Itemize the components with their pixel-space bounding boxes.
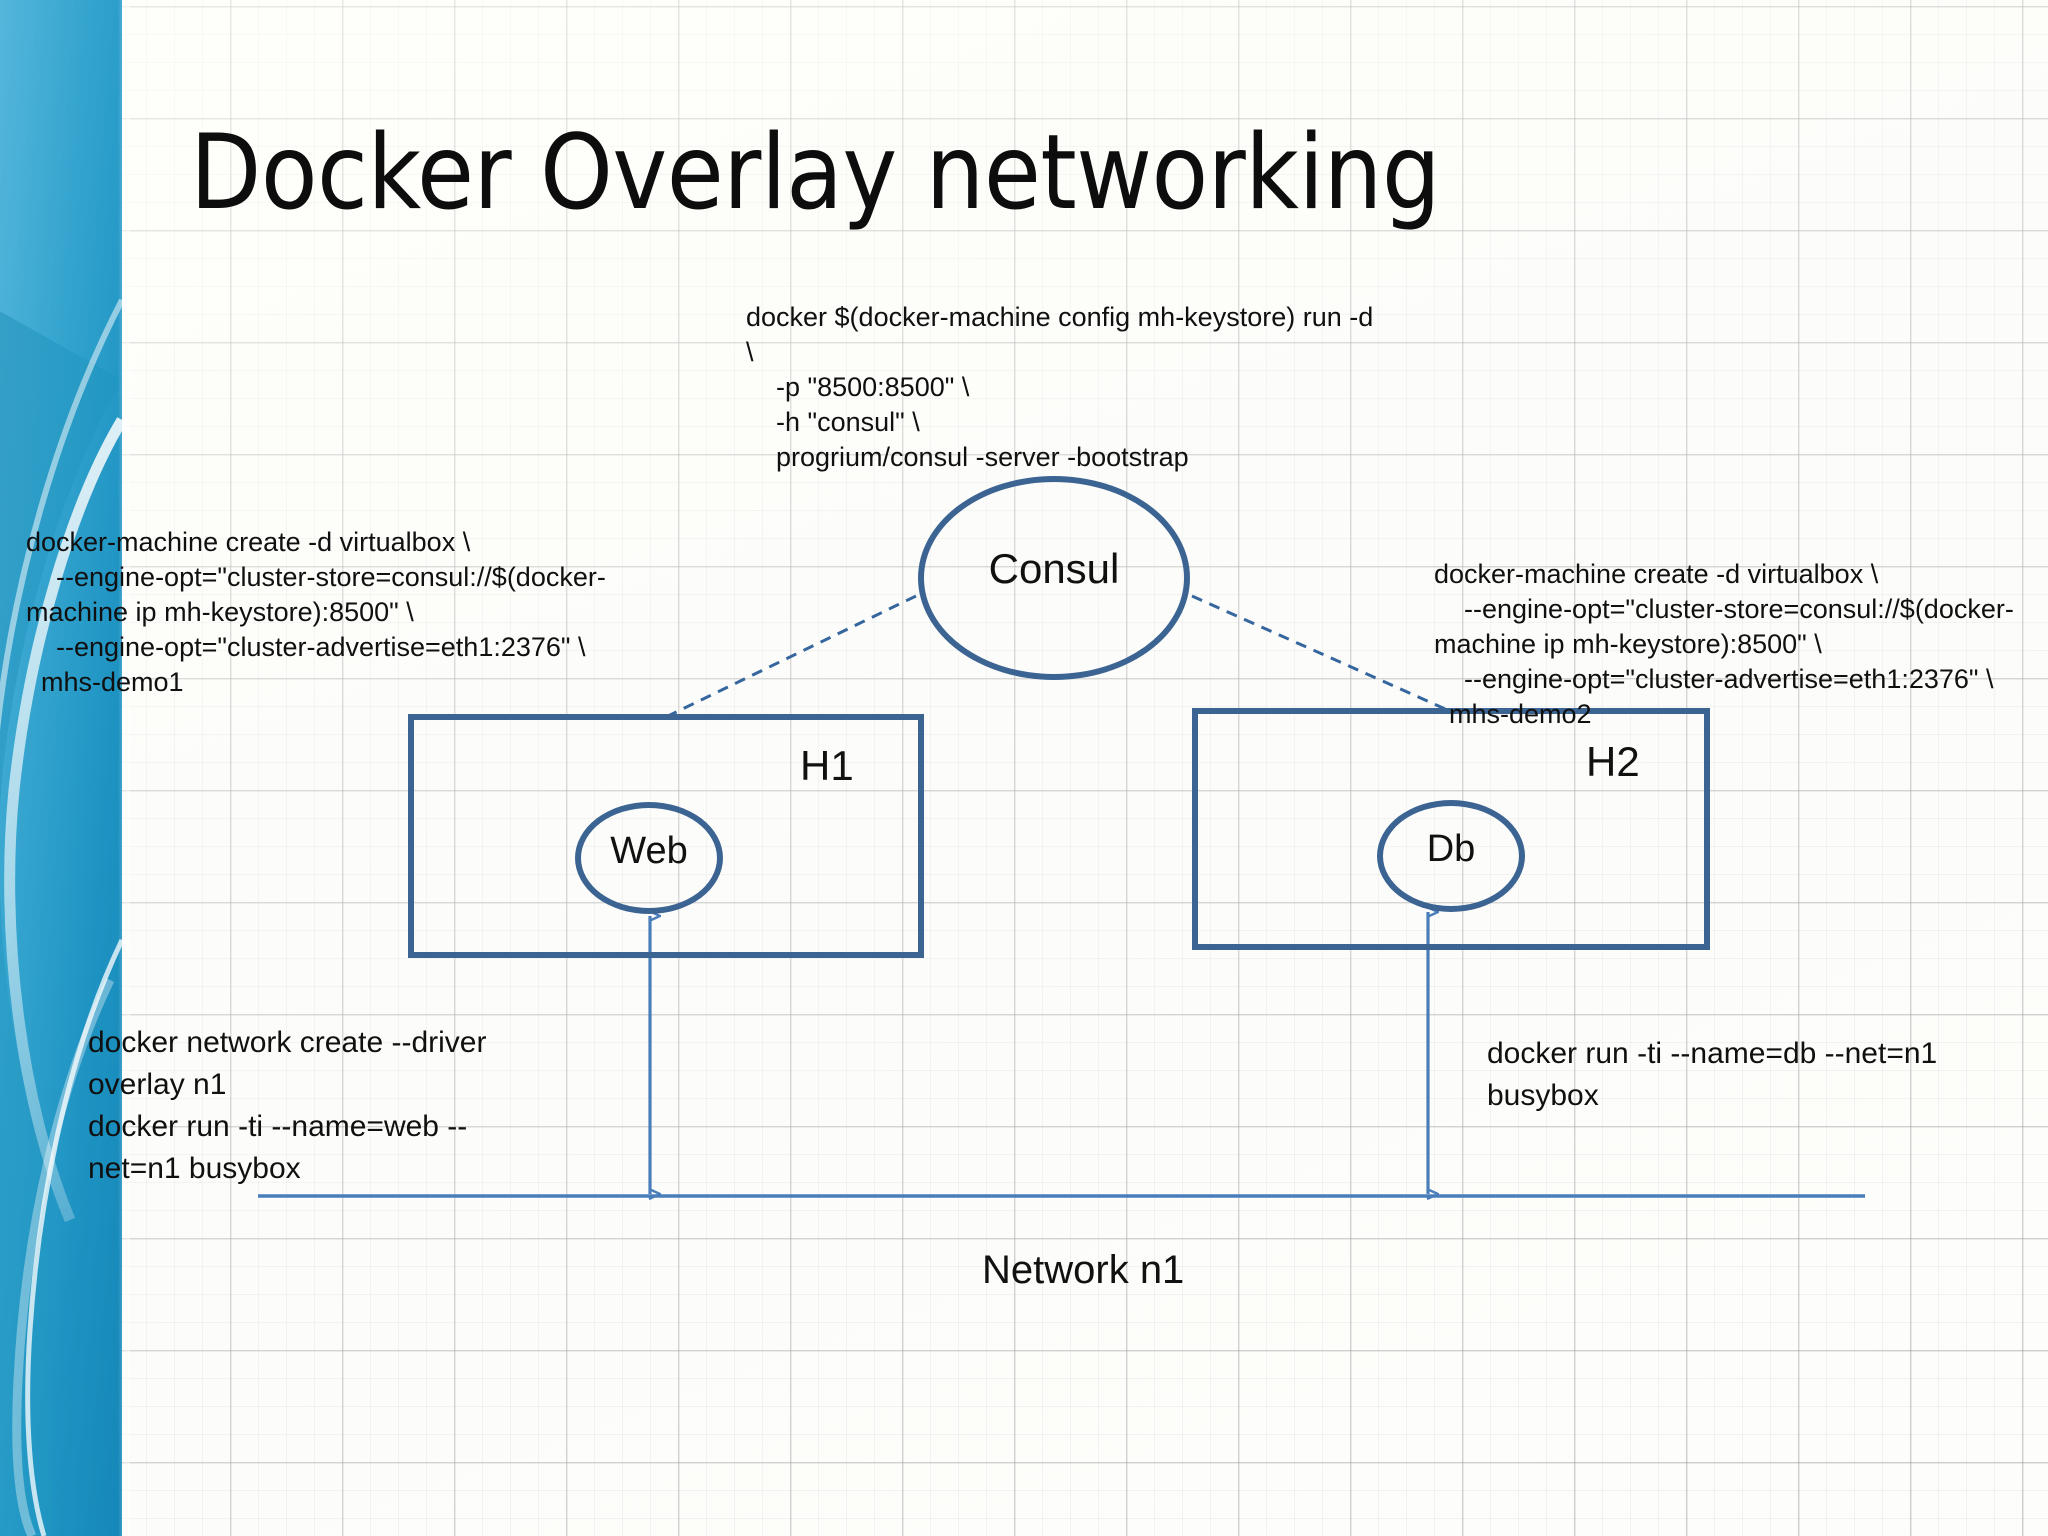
db-container-label: Db <box>1426 828 1476 870</box>
web-container-ellipse[interactable] <box>575 802 723 914</box>
host1-box[interactable] <box>408 714 924 958</box>
host2-box[interactable] <box>1192 708 1710 950</box>
host1-create-command-note: docker-machine create -d virtualbox \ --… <box>26 527 606 697</box>
band-fade-edge <box>118 0 130 1536</box>
consul-ellipse[interactable] <box>918 476 1190 680</box>
slide-decorative-band <box>0 0 130 1536</box>
db-network-command-note: docker run -ti --name=db --net=n1 busybo… <box>1487 1037 1938 1112</box>
consul-command-note: docker $(docker-machine config mh-keysto… <box>746 302 1374 472</box>
page-title: Docker Overlay networking <box>190 113 1441 233</box>
host1-label: H1 <box>800 742 854 789</box>
network-label: Network n1 <box>982 1248 1185 1292</box>
host2-create-command-note: docker-machine create -d virtualbox \ --… <box>1434 559 2014 729</box>
host2-label: H2 <box>1586 738 1640 785</box>
web-container-label: Web <box>610 830 688 872</box>
band-graphic <box>0 0 127 1536</box>
consul-label: Consul <box>988 545 1120 592</box>
db-container-ellipse[interactable] <box>1377 800 1525 912</box>
web-network-command-note: docker network create --driver overlay n… <box>88 1026 487 1185</box>
